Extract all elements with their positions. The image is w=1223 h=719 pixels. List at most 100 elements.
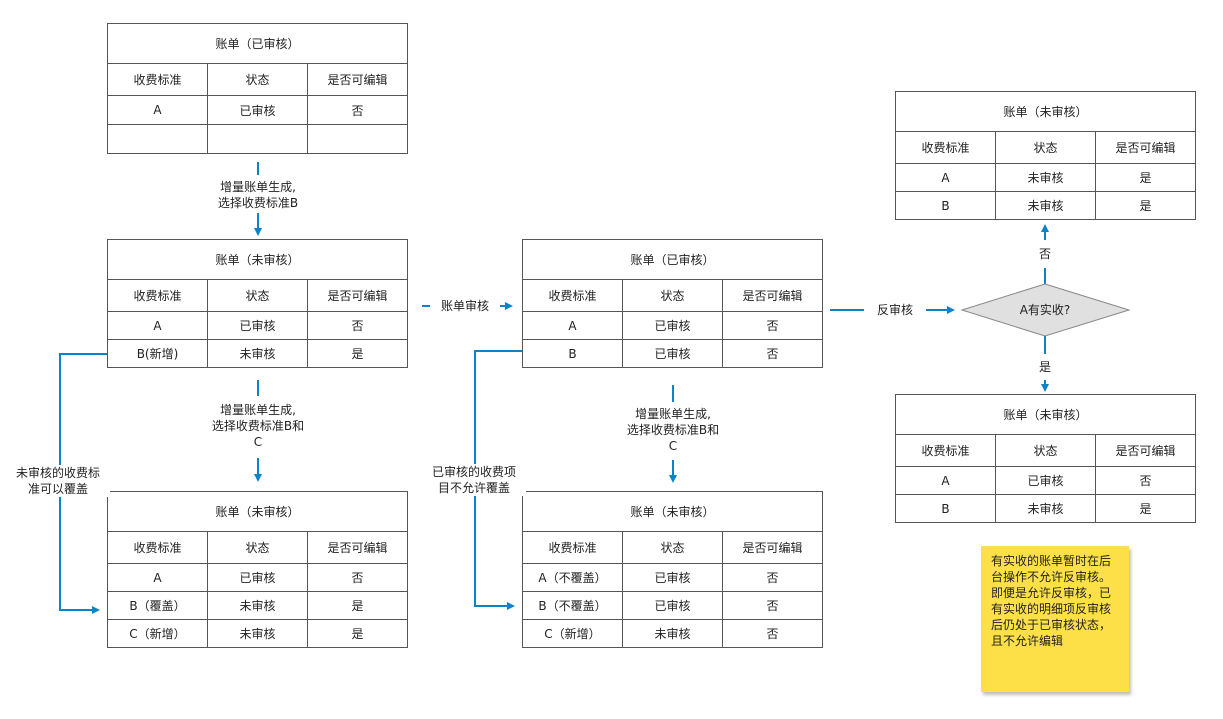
col-header-status: 状态 xyxy=(622,531,723,564)
col-header-status: 状态 xyxy=(622,279,723,312)
table-row: A 已审核 否 xyxy=(895,466,1197,495)
col-header-standard: 收费标准 xyxy=(107,531,208,564)
cell-standard: A xyxy=(895,163,996,192)
col-header-editable: 是否可编辑 xyxy=(721,279,824,312)
cell-standard: C（新增） xyxy=(107,619,208,648)
cell-standard xyxy=(107,124,208,154)
note-line: 且不允许编辑 xyxy=(991,634,1064,648)
table-row: B 未审核 是 xyxy=(895,191,1197,220)
cell-standard: B（覆盖） xyxy=(107,591,208,620)
table-row: A 已审核 否 xyxy=(522,311,824,340)
label-reverse-review: 反审核 xyxy=(866,302,924,318)
cell-status: 未审核 xyxy=(207,591,308,620)
label-decision-yes: 是 xyxy=(1035,359,1055,375)
col-header-standard: 收费标准 xyxy=(522,279,623,312)
cell-editable: 是 xyxy=(1094,494,1197,523)
bill-table-t7: 账单（未审核） 收费标准 状态 是否可编辑 A 已审核 否 B 未审核 是 xyxy=(894,394,1197,523)
table-row: A（不覆盖） 已审核 否 xyxy=(522,563,824,592)
note-line: 后仍处于已审核状态， xyxy=(991,618,1112,632)
label-line: 增量账单生成, xyxy=(220,180,296,194)
table-row: A 已审核 否 xyxy=(107,95,409,125)
col-header-status: 状态 xyxy=(995,434,1096,467)
cell-status: 已审核 xyxy=(207,563,308,592)
cell-standard: B xyxy=(895,494,996,523)
note-line: 台操作不允许反审核。 xyxy=(991,570,1112,584)
table-row: A 未审核 是 xyxy=(895,163,1197,192)
cell-editable: 是 xyxy=(306,619,409,648)
label-line: 选择收费标准B和 xyxy=(211,419,305,433)
col-header-editable: 是否可编辑 xyxy=(306,63,409,96)
cell-editable: 否 xyxy=(721,339,824,368)
bill-table-t6: 账单（未审核） 收费标准 状态 是否可编辑 A 未审核 是 B 未审核 是 xyxy=(894,91,1197,220)
col-header-status: 状态 xyxy=(995,131,1096,164)
cell-status: 已审核 xyxy=(622,311,723,340)
cell-status: 未审核 xyxy=(207,339,308,368)
note-line: 有实收的账单暂时在后 xyxy=(991,554,1112,568)
decision-diamond xyxy=(960,283,1131,337)
label-generate-bc-left: 增量账单生成, 选择收费标准B和 C xyxy=(198,402,318,450)
cell-status: 已审核 xyxy=(207,95,308,125)
cell-status: 已审核 xyxy=(207,311,308,340)
cell-editable: 是 xyxy=(306,591,409,620)
cell-standard: B(新增) xyxy=(107,339,208,368)
table-row: B 未审核 是 xyxy=(895,494,1197,523)
label-line: 未审核的收费标 xyxy=(15,466,100,480)
col-header-status: 状态 xyxy=(207,63,308,96)
cell-editable: 是 xyxy=(1094,163,1197,192)
col-header-standard: 收费标准 xyxy=(895,434,996,467)
cell-editable: 是 xyxy=(1094,191,1197,220)
cell-editable xyxy=(306,124,409,154)
col-header-standard: 收费标准 xyxy=(522,531,623,564)
col-header-standard: 收费标准 xyxy=(895,131,996,164)
bill-table-t5: 账单（未审核） 收费标准 状态 是否可编辑 A（不覆盖） 已审核 否 B（不覆盖… xyxy=(521,491,824,648)
table-title: 账单（未审核） xyxy=(894,394,1197,435)
cell-editable: 否 xyxy=(306,95,409,125)
col-header-editable: 是否可编辑 xyxy=(1094,131,1197,164)
label-line: 选择收费标准B xyxy=(217,196,299,210)
cell-editable: 否 xyxy=(306,311,409,340)
bill-table-t3: 账单（未审核） 收费标准 状态 是否可编辑 A 已审核 否 B（覆盖） 未审核 … xyxy=(106,491,409,648)
cell-editable: 否 xyxy=(721,591,824,620)
table-row: A 已审核 否 xyxy=(107,563,409,592)
label-line: 增量账单生成, xyxy=(220,403,296,417)
label-line: 目不允许覆盖 xyxy=(437,481,510,495)
cell-status: 未审核 xyxy=(995,494,1096,523)
label-line: 增量账单生成, xyxy=(635,407,711,421)
col-header-editable: 是否可编辑 xyxy=(306,531,409,564)
table-row: B 已审核 否 xyxy=(522,339,824,368)
label-generate-bc-right: 增量账单生成, 选择收费标准B和 C xyxy=(613,406,733,454)
cell-standard: B xyxy=(522,339,623,368)
table-title: 账单（未审核） xyxy=(106,239,409,280)
label-bill-review: 账单审核 xyxy=(432,298,498,314)
cell-standard: A xyxy=(107,95,208,125)
cell-standard: C（新增） xyxy=(522,619,623,648)
cell-status xyxy=(207,124,308,154)
cell-editable: 否 xyxy=(721,619,824,648)
table-title: 账单（已审核） xyxy=(106,23,409,64)
cell-status: 未审核 xyxy=(622,619,723,648)
cell-status: 已审核 xyxy=(622,591,723,620)
label-line: 已审核的收费项 xyxy=(431,465,516,479)
cell-editable: 否 xyxy=(721,311,824,340)
cell-standard: B xyxy=(895,191,996,220)
label-unreviewed-cover: 未审核的收费标 准可以覆盖 xyxy=(6,465,110,497)
note-line: 有实收的明细项反审核 xyxy=(991,602,1112,616)
table-row xyxy=(107,124,409,154)
col-header-status: 状态 xyxy=(207,279,308,312)
col-header-editable: 是否可编辑 xyxy=(721,531,824,564)
col-header-standard: 收费标准 xyxy=(107,63,208,96)
table-title: 账单（未审核） xyxy=(894,91,1197,132)
sticky-note: 有实收的账单暂时在后 台操作不允许反审核。 即便是允许反审核，已 有实收的明细项… xyxy=(981,546,1129,692)
cell-status: 未审核 xyxy=(995,191,1096,220)
note-line: 即便是允许反审核，已 xyxy=(991,586,1112,600)
table-title: 账单（已审核） xyxy=(521,239,824,280)
cell-standard: A xyxy=(522,311,623,340)
bill-table-t1: 账单（已审核） 收费标准 状态 是否可编辑 A 已审核 否 xyxy=(106,23,409,154)
cell-status: 未审核 xyxy=(207,619,308,648)
cell-status: 未审核 xyxy=(995,163,1096,192)
col-header-standard: 收费标准 xyxy=(107,279,208,312)
table-title: 账单（未审核） xyxy=(521,491,824,532)
col-header-editable: 是否可编辑 xyxy=(1094,434,1197,467)
cell-standard: A（不覆盖） xyxy=(522,563,623,592)
label-reviewed-no-cover: 已审核的收费项 目不允许覆盖 xyxy=(422,464,526,496)
